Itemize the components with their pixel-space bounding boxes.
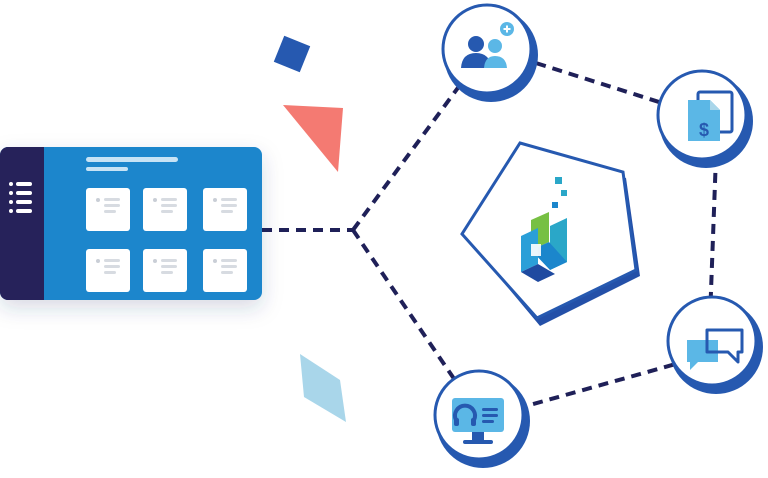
svg-text:$: $ [699,120,709,140]
node-chat [666,295,763,394]
dashboard-card [143,249,187,292]
dashboard-cards [86,188,247,292]
sidebar-menu-icon [9,182,32,213]
dashboard-card [203,249,247,292]
dashboard-card [143,188,187,231]
dashboard-window-icon [0,147,262,300]
invoice-dollar-icon: $ [688,90,734,141]
decor-pale-diamond [300,354,346,422]
header-line-long [86,157,178,162]
monitor-support-icon [452,398,504,444]
node-add-users [441,3,538,102]
dashboard-card [203,188,247,231]
add-users-icon [461,22,514,68]
hub-brand-logo-icon [460,141,640,326]
node-monitor-support [433,369,530,468]
dashboard-card [86,188,130,231]
header-line-short [86,167,128,171]
decor-blue-square [273,35,311,73]
decor-red-triangle [283,105,343,172]
chat-bubbles-icon [687,328,744,370]
connector-lines [262,56,718,412]
dashboard-card [86,249,130,292]
node-invoice: $ [656,69,753,168]
